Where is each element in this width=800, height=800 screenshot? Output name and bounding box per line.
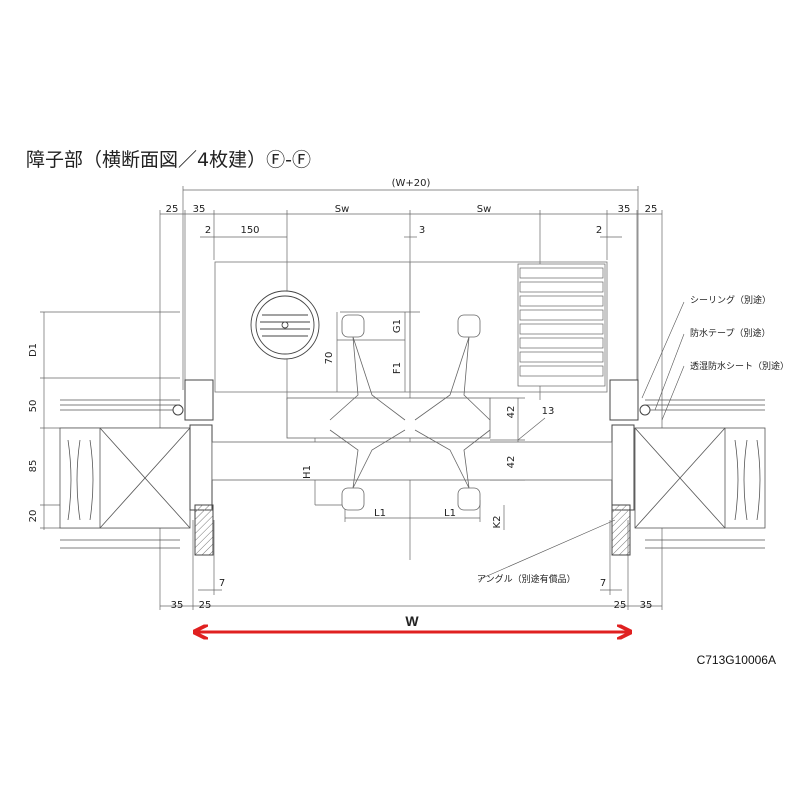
dim-h1: H1 <box>302 465 313 479</box>
note-moisture-sheet: 透湿防水シート（別途） <box>690 360 789 372</box>
dim-bottom-25-right: 25 <box>614 600 627 611</box>
dim-overall: (W+20) <box>392 178 431 189</box>
drawing-code: C713G10006A <box>697 653 776 667</box>
dim-l1b: L1 <box>444 508 456 519</box>
dim-150: 150 <box>240 225 259 236</box>
dim-three: 3 <box>419 225 425 236</box>
dim-g1: G1 <box>392 319 403 333</box>
dim-d1: D1 <box>28 343 39 357</box>
dim-13: 13 <box>542 406 555 417</box>
note-sealing: シーリング（別途） <box>690 294 771 306</box>
dim-bottom-25-left: 25 <box>199 600 212 611</box>
dim-sw-right: Sw <box>477 204 492 215</box>
screen-panel <box>214 261 608 393</box>
dim-two-left: 2 <box>205 225 211 236</box>
dim-right-35: 35 <box>618 204 631 215</box>
frame-left <box>172 379 214 556</box>
dim-20: 20 <box>28 510 39 523</box>
louver <box>517 263 606 387</box>
dim-f1: F1 <box>392 362 403 374</box>
wall-left <box>59 399 191 549</box>
dim-bottom-7-left: 7 <box>219 578 225 589</box>
dim-42b: 42 <box>506 456 517 469</box>
frame-right <box>609 379 651 556</box>
leader-lines <box>477 301 685 581</box>
dim-two-right: 2 <box>596 225 602 236</box>
note-waterproof-tape: 防水テープ（別途） <box>690 327 770 339</box>
vent-circle <box>250 290 320 360</box>
note-angle: アングル（別途有償品） <box>477 573 576 585</box>
dim-l1a: L1 <box>374 508 386 519</box>
dim-sw-left: Sw <box>335 204 350 215</box>
dim-50: 50 <box>28 400 39 413</box>
dim-left-35: 35 <box>193 204 206 215</box>
dim-85: 85 <box>28 460 39 473</box>
wall-right <box>634 399 766 549</box>
dim-left-25: 25 <box>166 204 179 215</box>
dim-bottom-35-left: 35 <box>171 600 184 611</box>
dim-w: W <box>405 613 419 629</box>
dim-70: 70 <box>324 352 335 365</box>
dim-k2: K2 <box>492 516 503 529</box>
dim-right-25: 25 <box>645 204 658 215</box>
dim-bottom-7-right: 7 <box>600 578 606 589</box>
dim-bottom-35-right: 35 <box>640 600 653 611</box>
dim-42a: 42 <box>506 406 517 419</box>
sash-profiles <box>329 314 491 511</box>
center-bar <box>211 397 613 481</box>
drawing-title: 障子部（横断面図／4枚建）Ⓕ-Ⓕ <box>26 149 311 171</box>
